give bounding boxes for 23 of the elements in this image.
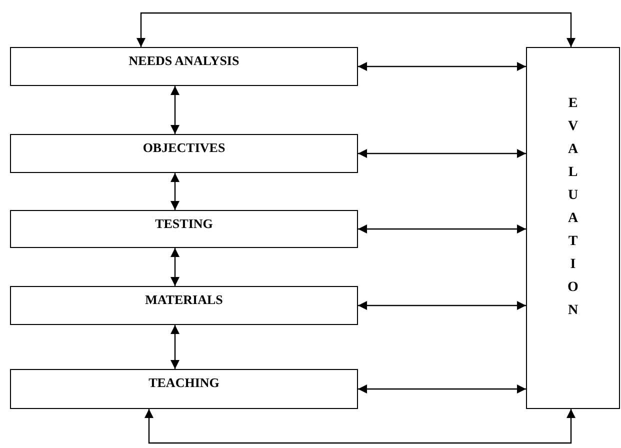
arrow xyxy=(358,224,526,234)
arrow xyxy=(144,409,576,444)
box-label: EVALUATION xyxy=(566,95,580,320)
arrow xyxy=(358,149,526,158)
side-box xyxy=(526,47,620,409)
box-label: TEACHING xyxy=(148,375,220,391)
arrow xyxy=(170,173,180,210)
arrow xyxy=(358,62,526,71)
box-label: OBJECTIVES xyxy=(142,140,226,156)
box-label: MATERIALS xyxy=(145,292,223,308)
process-box xyxy=(10,286,358,325)
arrow xyxy=(136,12,576,47)
arrow xyxy=(358,301,526,310)
arrow xyxy=(170,86,180,134)
arrow xyxy=(358,384,526,394)
box-label: NEEDS ANALYSIS xyxy=(128,53,240,69)
arrow xyxy=(170,248,180,286)
process-box xyxy=(10,134,358,173)
process-box xyxy=(10,47,358,86)
process-box xyxy=(10,369,358,409)
process-box xyxy=(10,210,358,248)
box-label: TESTING xyxy=(155,216,213,232)
arrow xyxy=(170,325,180,369)
